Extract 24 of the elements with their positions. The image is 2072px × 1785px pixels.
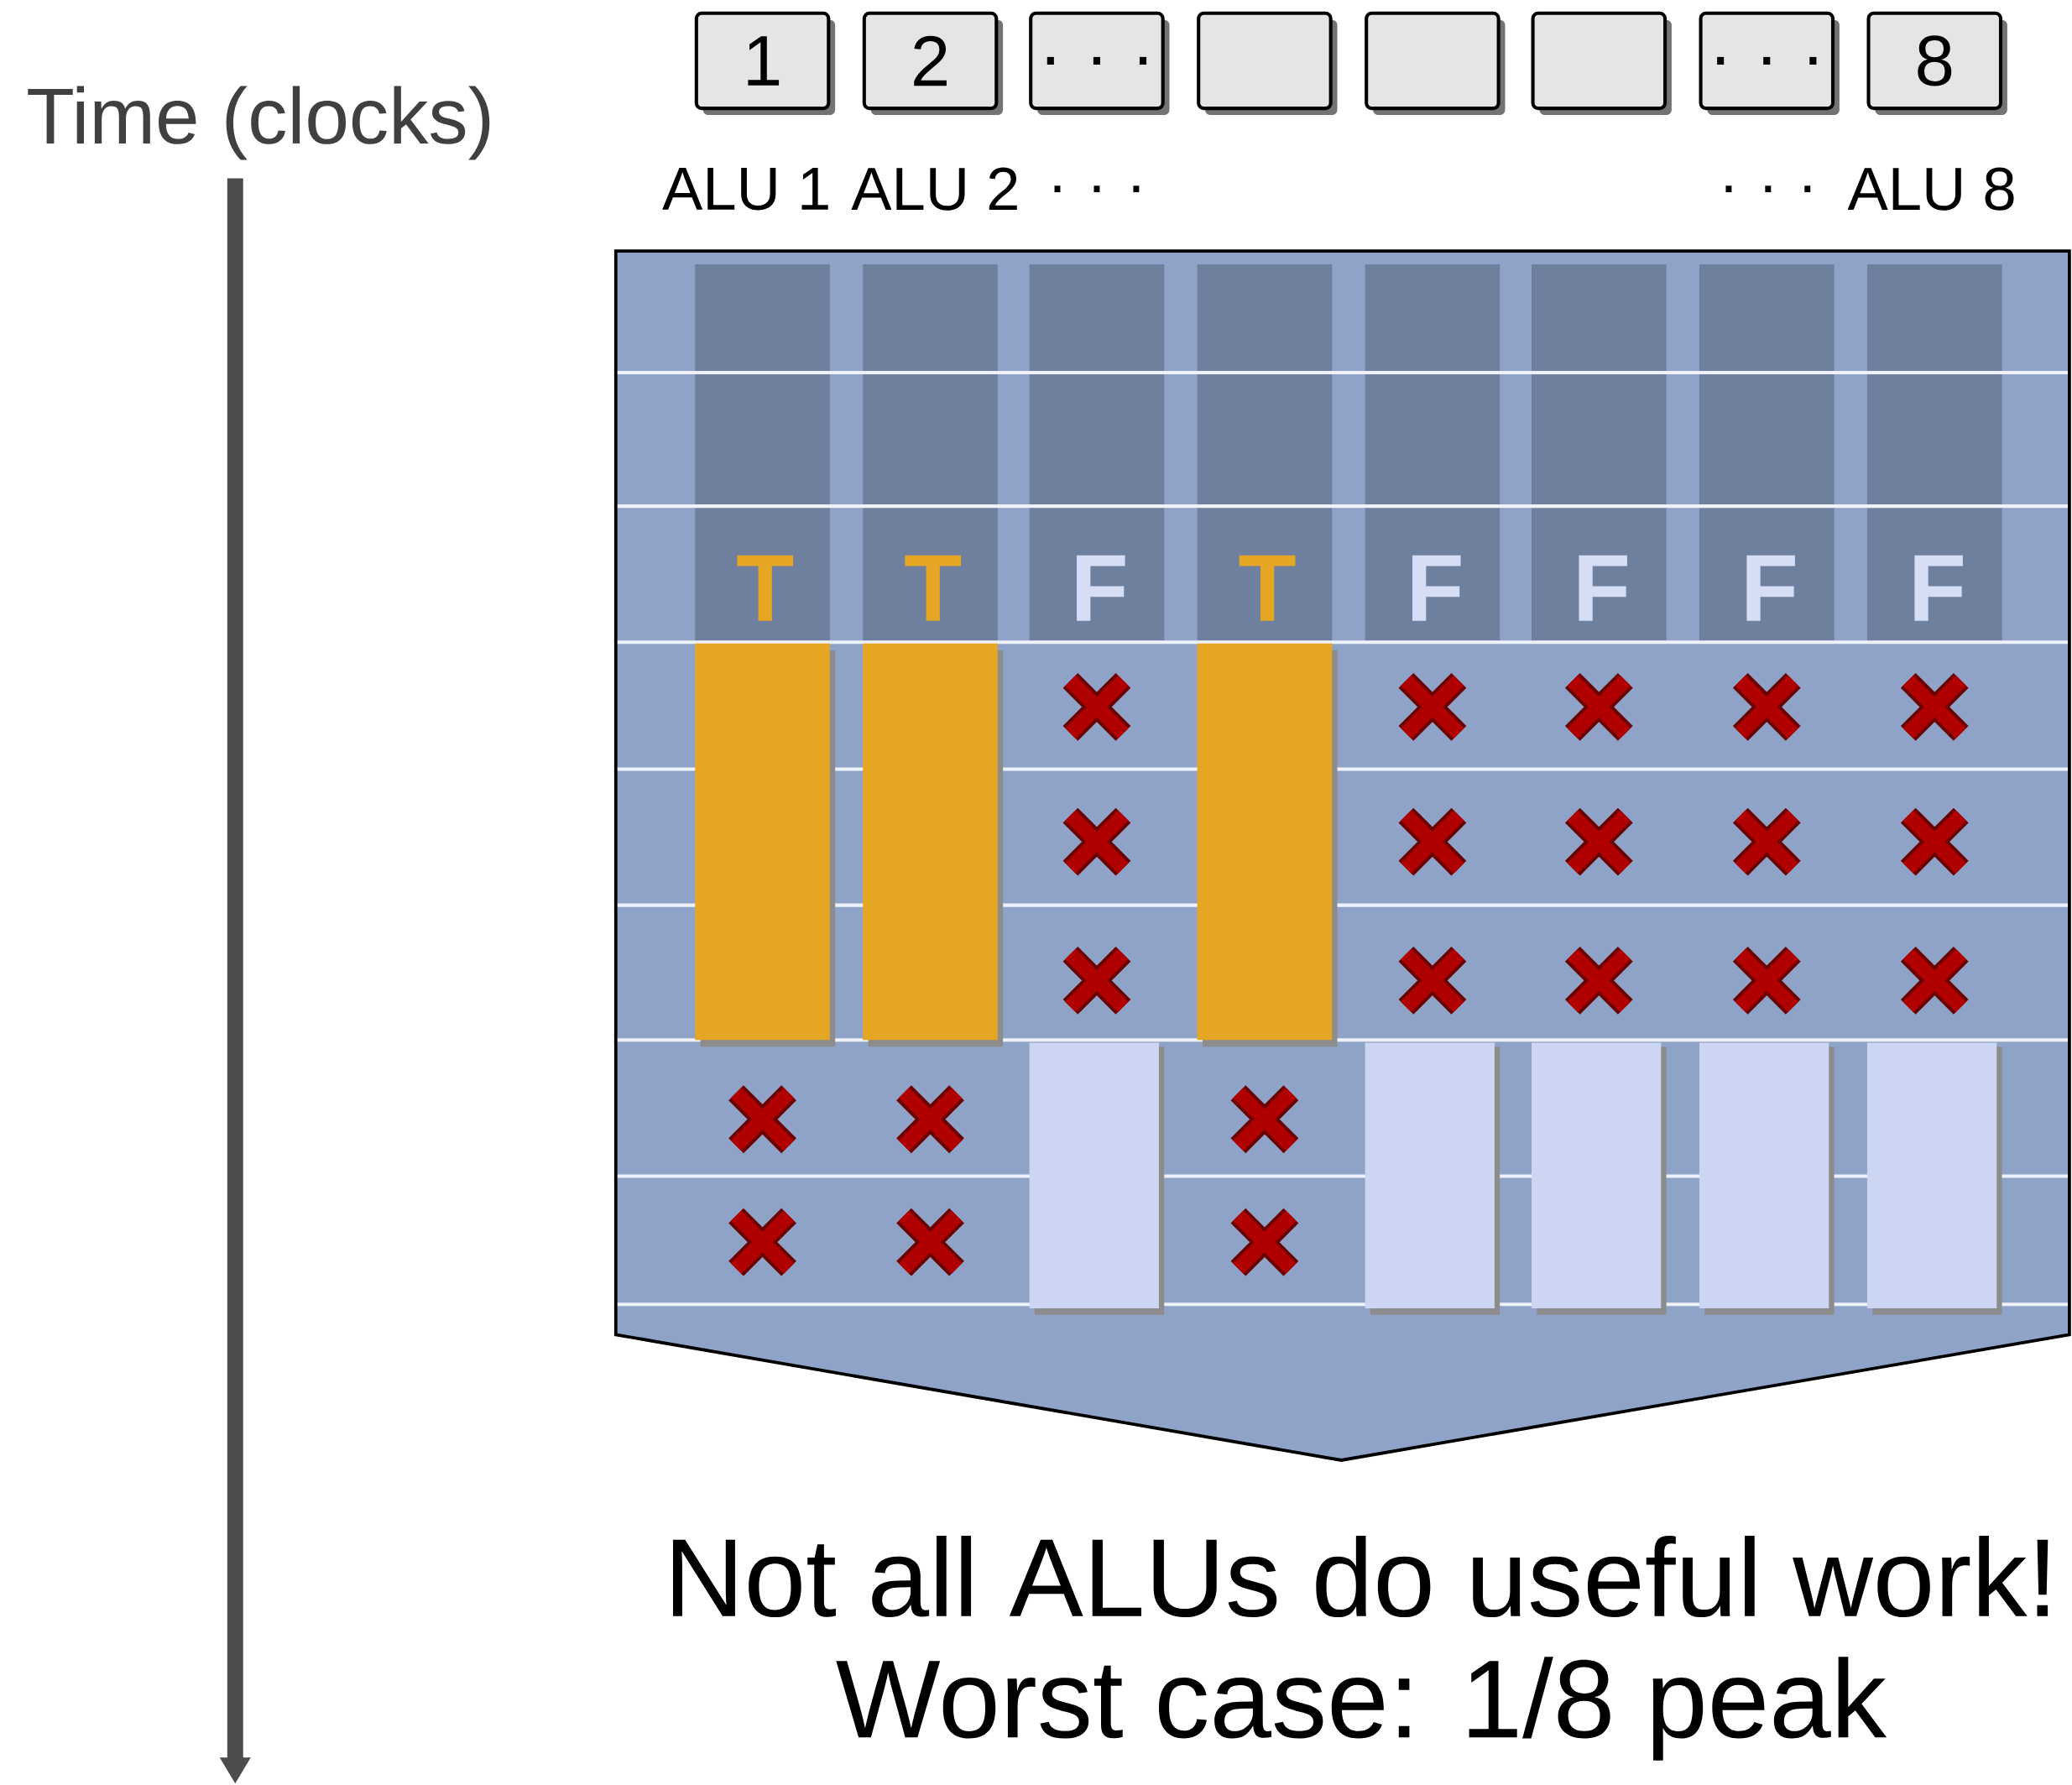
condition-letter: T: [737, 555, 794, 621]
alu-box: . . .: [1699, 11, 1840, 115]
caption-text: Worst case: 1/8 peak: [836, 1657, 1887, 1761]
column-label: ALU 2: [851, 167, 1017, 211]
condition-letter: T: [905, 555, 962, 621]
column-label: ALU 1: [662, 167, 828, 211]
alu-box: 2: [862, 11, 1004, 115]
column-label: . . .: [1725, 185, 1811, 192]
condition-letter: F: [1412, 555, 1461, 621]
alu-box: 8: [1866, 11, 2007, 115]
alu-box: 1: [694, 11, 836, 115]
axis-label: Time (clocks): [28, 86, 490, 160]
condition-letter: F: [1746, 555, 1795, 621]
condition-letter: T: [1239, 555, 1296, 621]
alu-box: [1197, 11, 1338, 115]
alu-box: . . .: [1029, 11, 1170, 115]
alu-box: [1365, 11, 1506, 115]
condition-letter: F: [1914, 555, 1963, 621]
caption-text: Not all ALUs do useful work!: [673, 1535, 2049, 1617]
condition-letter: F: [1077, 555, 1125, 621]
column-label: ALU 8: [1847, 167, 2014, 211]
condition-letter: F: [1579, 555, 1627, 621]
alu-box: [1531, 11, 1672, 115]
column-label: . . .: [1054, 185, 1140, 192]
